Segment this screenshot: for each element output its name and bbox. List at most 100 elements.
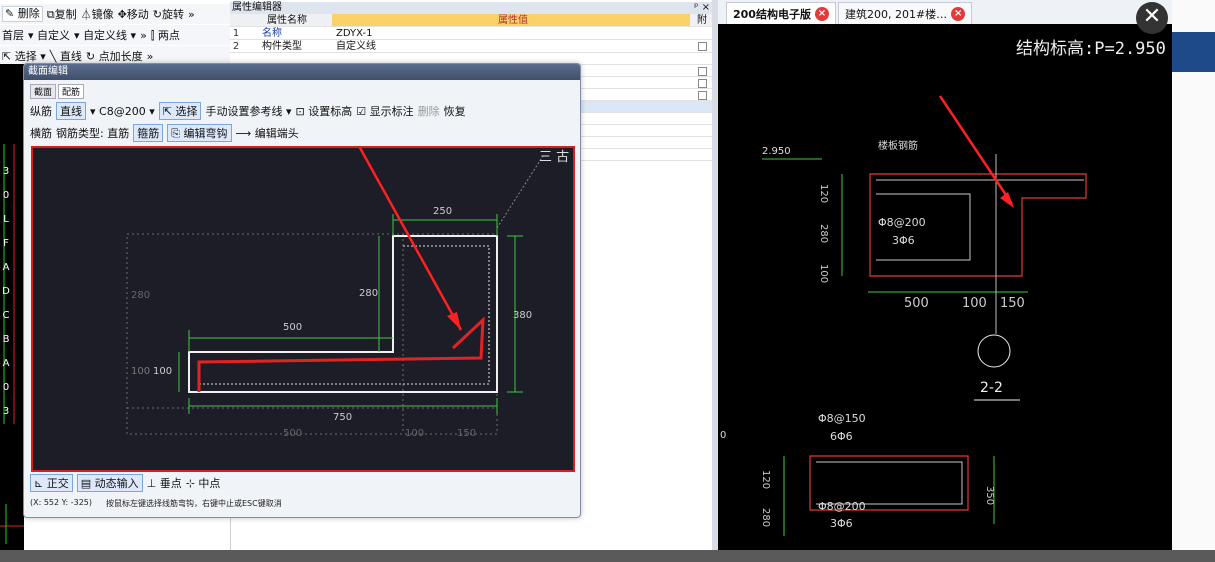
midpoint-button[interactable]: ⊹ 中点	[185, 477, 221, 490]
edit-hook-button[interactable]: ⎘ 编辑弯钩	[167, 124, 232, 142]
property-name: 构件类型	[262, 41, 302, 52]
checkbox[interactable]	[697, 66, 707, 76]
copy-button[interactable]: ⧉复制	[46, 8, 77, 21]
more-button-2[interactable]: »	[140, 28, 147, 42]
draw-toolbar: ⇱ 选择 ▾ ╲ 直线 ↻ 点加长度 »	[0, 46, 230, 66]
close-tab-icon[interactable]: ×	[951, 6, 966, 21]
delete-label: 删除	[17, 7, 40, 20]
tab-architecture[interactable]: 建筑200, 201#楼… ×	[837, 2, 973, 24]
ortho-label: 正交	[46, 477, 69, 490]
custom-select[interactable]: ▾ 自定义	[28, 29, 71, 42]
section-edit-dialog: 截面编辑 截面 配筋 纵筋 直线 ▾ C8@200 ▾ ⇱ 选择 手动设置参考线…	[23, 63, 581, 518]
custom-label: 自定义	[37, 29, 71, 42]
stirrup-button[interactable]: 箍筋	[133, 124, 164, 142]
axis-label: 0	[2, 382, 10, 393]
spec-value: C8@200	[99, 104, 146, 118]
custom-line-label: 自定义线	[83, 29, 128, 42]
dim-vertical: 350	[984, 486, 995, 506]
dim-horizontal: 100	[962, 296, 987, 311]
structure-elevation-title: 结构标高:P=2.950	[1016, 39, 1166, 59]
close-icon[interactable]: ✕	[1136, 2, 1168, 34]
select-button[interactable]: ⇱ 选择 ▾	[2, 50, 46, 63]
axis-mark: 0	[720, 430, 727, 441]
perpendicular-label: 垂点	[159, 477, 182, 490]
splitter[interactable]	[712, 0, 718, 550]
left-drawing-area[interactable]	[0, 64, 24, 550]
copy-label: 复制	[54, 8, 77, 21]
perpendicular-button[interactable]: ⊥ 垂点	[146, 477, 182, 490]
dim-vertical: 100	[818, 264, 829, 284]
checkbox[interactable]	[697, 78, 707, 88]
floor-select[interactable]: 首层	[2, 29, 24, 42]
property-row[interactable]: 1 名称 ZDYX-1	[230, 27, 714, 40]
pin-close-icon[interactable]: ᵖ ×	[694, 2, 710, 13]
reference-line-select[interactable]: 手动设置参考线 ▾	[205, 105, 292, 118]
line-mode-button[interactable]: 直线	[56, 102, 86, 120]
rebar-type-label: 钢筋类型: 直筋	[56, 127, 130, 140]
point-length-button[interactable]: ↻ 点加长度	[85, 50, 143, 63]
tab-rebar[interactable]: 配筋	[58, 84, 85, 99]
background-banner	[1172, 32, 1215, 72]
checkbox[interactable]	[697, 90, 707, 100]
cad-viewer[interactable]: 结构标高:P=2.950 2.950 楼板钢筋 Φ8@200 3Φ6 120 2…	[718, 24, 1172, 550]
axis-label: B	[2, 334, 10, 345]
rebar-count: 6Φ6	[830, 430, 853, 443]
rebar-toolbar-2: 横筋 钢筋类型: 直筋 箍筋 ⎘ 编辑弯钩 ⟶ 编辑端头	[30, 124, 299, 142]
checkbox[interactable]	[697, 41, 707, 51]
close-tab-icon[interactable]: ×	[814, 6, 829, 21]
longitudinal-label: 纵筋	[30, 105, 52, 118]
section-canvas[interactable]: 三 古 250 380 280 500 100 100 750 280 500 …	[31, 146, 575, 472]
dialog-title: 截面编辑	[24, 64, 580, 80]
row-number: 2	[232, 41, 240, 52]
dynamic-input-button[interactable]: ▤ 动态输入	[76, 474, 143, 492]
dim-mid-horizontal: 500	[283, 322, 303, 333]
delete-button[interactable]: ✎ 删除	[2, 6, 43, 22]
two-points-button[interactable]: ⫿ 两点	[150, 29, 180, 42]
axis-label: L	[3, 214, 9, 225]
ortho-button[interactable]: ⊾ 正交	[30, 474, 73, 492]
dim-horizontal: 500	[904, 296, 929, 311]
property-row[interactable]: 2 构件类型 自定义线	[230, 40, 714, 53]
point-length-label: 点加长度	[98, 50, 143, 63]
rebar-lines	[816, 179, 1084, 505]
header-extra: 附	[697, 15, 707, 26]
rebar-count: 3Φ6	[830, 517, 853, 530]
axis-label: 3	[2, 166, 10, 177]
delete-button[interactable]: 删除	[417, 105, 440, 118]
left-axis-labels: 3 0 L F A D C B A 0 3	[0, 160, 12, 424]
background-page	[1172, 0, 1215, 550]
edit-end-button[interactable]: ⟶ 编辑端头	[235, 127, 299, 140]
custom-line-select[interactable]: ▾ 自定义线 ▾	[74, 29, 137, 42]
property-value[interactable]: 自定义线	[336, 41, 376, 52]
set-elevation-button[interactable]: ⊡ 设置标高	[295, 105, 353, 118]
tab-structure[interactable]: 200结构电子版 ×	[726, 2, 836, 24]
axis-label: F	[3, 238, 9, 249]
spec-select[interactable]: ▾ C8@200 ▾	[90, 104, 155, 118]
status-hint: 按鼠标左键选择线筋弯钩，右键中止或ESC键取消	[106, 499, 282, 508]
dimension-lines	[178, 214, 523, 414]
rebar-path	[197, 316, 485, 392]
more-button-3[interactable]: »	[146, 49, 154, 63]
transverse-label: 横筋	[30, 127, 52, 140]
mirror-label: 镜像	[91, 8, 114, 21]
row-number: 1	[232, 28, 240, 39]
move-button[interactable]: ✥移动	[117, 8, 149, 21]
mirror-button[interactable]: ⏃镜像	[80, 8, 114, 21]
rotate-button[interactable]: ↻旋转	[152, 8, 185, 21]
set-elevation-label: 设置标高	[308, 105, 353, 118]
restore-button[interactable]: 恢复	[443, 105, 466, 118]
select-button[interactable]: ⇱ 选择	[158, 102, 202, 120]
dim-bottom: 750	[333, 412, 353, 423]
dialog-statusbar: (X: 552 Y: -325) 按鼠标左键选择线筋弯钩，右键中止或ESC键取消	[30, 498, 282, 509]
axis-label: 0	[2, 190, 10, 201]
select-label: 选择	[175, 105, 198, 118]
property-value[interactable]: ZDYX-1	[336, 28, 373, 39]
more-button[interactable]: »	[188, 7, 195, 21]
show-dimension-button[interactable]: ☑ 显示标注	[356, 105, 414, 118]
arrow-head	[447, 312, 461, 330]
axis-label: D	[2, 286, 10, 297]
dim-mid-vertical: 280	[359, 288, 379, 299]
header-value: 属性值	[332, 14, 690, 26]
line-button[interactable]: ╲ 直线	[49, 50, 82, 63]
tab-section[interactable]: 截面	[30, 84, 57, 99]
